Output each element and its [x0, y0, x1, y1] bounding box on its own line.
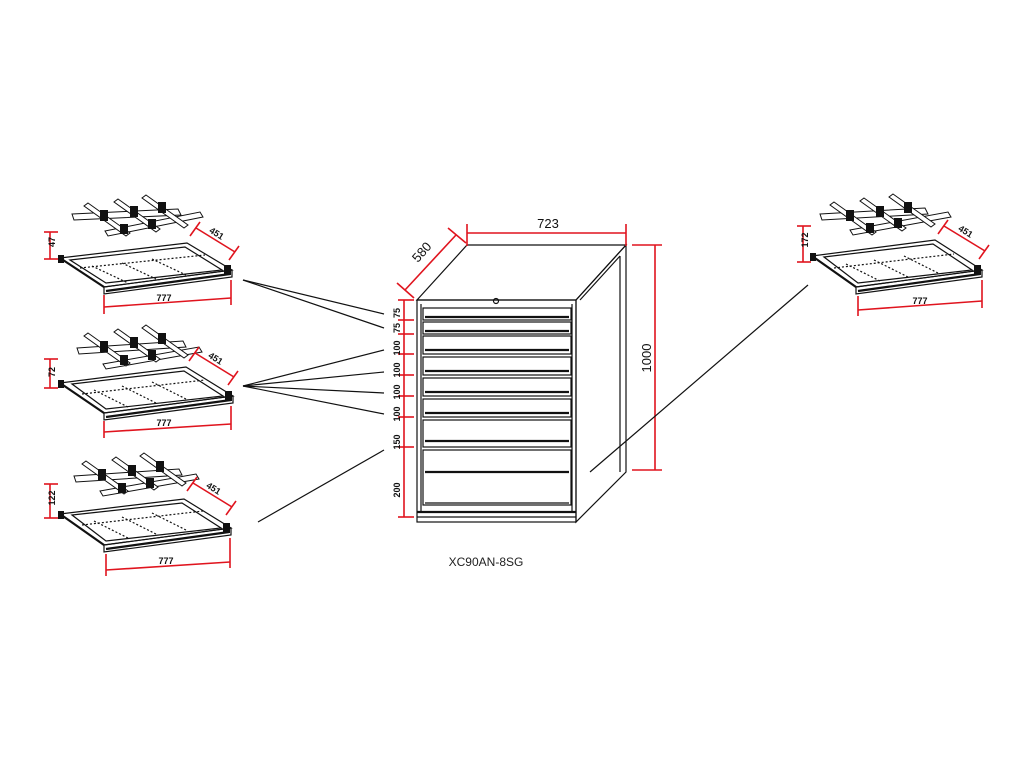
svg-text:75: 75 [392, 308, 402, 318]
drawer-detail-3: 122 451 777 [44, 452, 237, 576]
depth-label: 580 [409, 239, 435, 265]
svg-text:100: 100 [392, 406, 402, 421]
drawer-tray [810, 239, 984, 295]
svg-text:75: 75 [392, 323, 402, 333]
divider-grid [73, 452, 200, 497]
svg-text:777: 777 [158, 556, 173, 566]
svg-text:200: 200 [392, 482, 402, 497]
dimension-height: 1000 [632, 244, 662, 471]
svg-text:100: 100 [392, 384, 402, 399]
svg-text:72: 72 [47, 367, 57, 377]
lock-icon [492, 297, 500, 305]
height-label: 1000 [639, 344, 654, 373]
svg-text:777: 777 [912, 296, 927, 306]
drawer-dims-4: 172 451 777 [797, 219, 990, 316]
svg-text:451: 451 [957, 223, 975, 239]
drawer-detail-2: 72 451 777 [44, 324, 239, 438]
drawer-tray [58, 366, 235, 421]
svg-text:777: 777 [156, 293, 171, 303]
drawer-stack [422, 307, 572, 506]
cabinet-side [575, 243, 627, 524]
svg-text:100: 100 [392, 340, 402, 355]
dimension-width: 723 [466, 216, 627, 246]
drawer-detail-1: 47 451 777 [44, 194, 240, 314]
cabinet-top [415, 244, 628, 301]
drawer-dims-2: 72 451 777 [44, 346, 239, 438]
divider-grid [819, 193, 952, 236]
drawer-dims-3: 122 451 777 [44, 476, 237, 576]
svg-text:100: 100 [392, 362, 402, 377]
cabinet [415, 243, 628, 524]
leader-lines [242, 279, 809, 523]
drawer-tray [58, 242, 234, 295]
width-label: 723 [537, 216, 559, 231]
divider-grid [76, 324, 203, 370]
svg-text:451: 451 [208, 225, 226, 241]
svg-text:777: 777 [156, 418, 171, 428]
model-caption: XC90AN-8SG [449, 555, 524, 569]
dimension-drawer-heights: 75 75 100 100 100 100 150 200 [392, 299, 414, 518]
dimension-depth: 580 [396, 227, 467, 299]
drawer-dims-1: 47 451 777 [44, 221, 240, 314]
cabinet-front [416, 299, 577, 523]
svg-text:172: 172 [800, 232, 810, 247]
svg-text:150: 150 [392, 434, 402, 449]
divider-grid [71, 194, 204, 237]
svg-text:451: 451 [207, 350, 225, 366]
svg-text:451: 451 [205, 480, 223, 496]
drawer-detail-4: 172 451 777 [797, 193, 990, 316]
drawer-tray [58, 498, 233, 553]
svg-text:47: 47 [47, 237, 57, 247]
svg-text:122: 122 [47, 490, 57, 505]
